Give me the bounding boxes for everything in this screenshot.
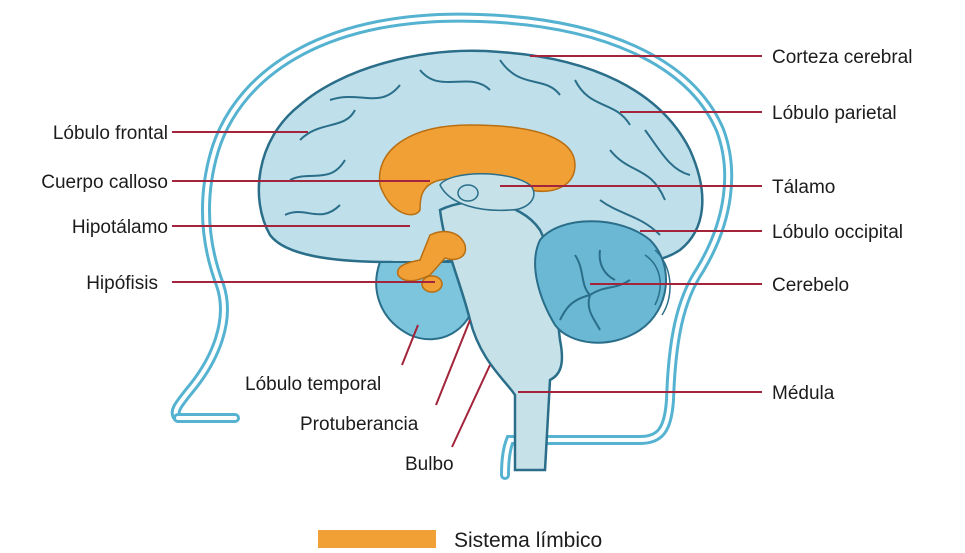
label-temporal: Lóbulo temporal [245,374,381,395]
pituitary [422,276,442,292]
label-hipotalamo: Hipotálamo [72,217,168,238]
label-talamo: Tálamo [772,177,835,198]
legend-label: Sistema límbico [454,529,602,552]
cerebellum [535,221,670,342]
label-bulbo: Bulbo [405,454,454,475]
label-parietal: Lóbulo parietal [772,103,897,124]
label-calloso: Cuerpo calloso [41,172,168,193]
label-frontal: Lóbulo frontal [53,123,168,144]
label-corteza: Corteza cerebral [772,47,912,68]
leader-bulbo [452,365,490,447]
label-protuberancia: Protuberancia [300,414,419,435]
label-cerebelo: Cerebelo [772,275,849,296]
legend-swatch [318,530,436,548]
label-occipital: Lóbulo occipital [772,222,903,243]
thalamus-nucleus [458,185,478,201]
label-medula: Médula [772,383,835,404]
label-hipofisis: Hipófisis [86,273,158,294]
